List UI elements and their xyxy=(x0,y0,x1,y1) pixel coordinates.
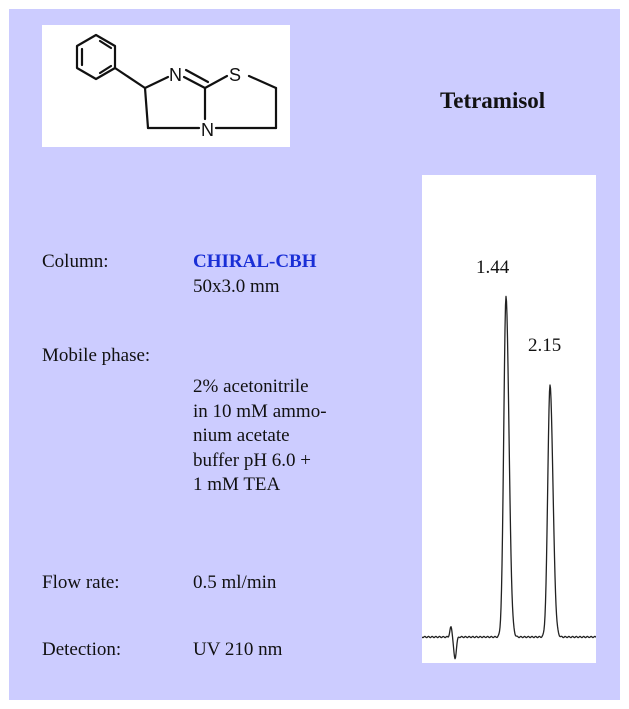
chromatogram-trace-svg xyxy=(422,295,596,660)
flow-rate-value: 0.5 ml/min xyxy=(193,572,277,593)
flow-rate-label: Flow rate: xyxy=(42,572,120,593)
mobile-phase-line: 1 mM TEA xyxy=(193,474,281,495)
mobile-phase-line: buffer pH 6.0 + xyxy=(193,449,312,471)
bond-s-ch2 xyxy=(247,74,278,90)
column-label: Column: xyxy=(42,251,109,272)
benzene-inner-bond-2 xyxy=(98,39,113,50)
column-dimensions: 50x3.0 mm xyxy=(193,276,280,297)
atom-n-top: N xyxy=(169,65,182,85)
mobile-phase-line: in 10 mM ammo- xyxy=(193,400,327,422)
detection-label: Detection: xyxy=(42,639,122,660)
mobile-phase-line: 2% acetonitrile xyxy=(193,376,309,397)
atom-n-bottom: N xyxy=(201,120,214,140)
benzene-ring xyxy=(75,33,117,81)
mobile-phase-composition: 2% acetonitrile in 10 mM ammo- nium acet… xyxy=(193,375,327,498)
column-brand: CHIRAL-CBH xyxy=(193,251,317,272)
bond-c2-s xyxy=(203,74,229,90)
chromatogram-trace xyxy=(422,295,596,660)
structure-box: N S N xyxy=(42,25,290,147)
atom-s: S xyxy=(229,65,241,85)
mobile-phase-line: nium acetate xyxy=(193,425,290,446)
mobile-phase-label: Mobile phase: xyxy=(42,345,151,366)
detection-value: UV 210 nm xyxy=(193,639,283,660)
phenyl-bond xyxy=(113,66,147,90)
chromatogram-panel: 1.44 2.15 xyxy=(422,175,596,663)
bond-n-c2 xyxy=(182,75,207,90)
bond-c-n xyxy=(143,75,170,90)
compound-title: Tetramisol xyxy=(440,88,546,113)
bond-n-c2-double xyxy=(184,68,210,84)
bond-c-ch2 xyxy=(143,86,150,130)
tetramisole-structure: N S N xyxy=(75,33,278,140)
benzene-inner-bond-3 xyxy=(98,64,113,75)
peak-label-1: 1.44 xyxy=(476,257,510,278)
peak-label-2: 2.15 xyxy=(528,335,562,357)
